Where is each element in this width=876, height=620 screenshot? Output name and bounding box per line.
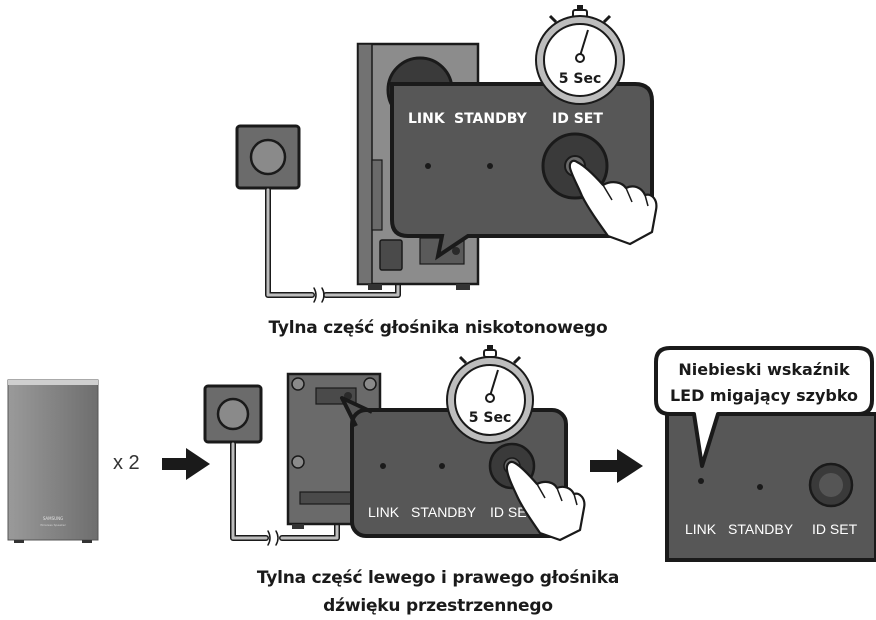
standby-label: STANDBY: [411, 504, 477, 520]
hand-pointer-icon: [568, 159, 658, 246]
arrow-right-icon: [590, 449, 643, 483]
callout-line1: Niebieski wskaźnik: [678, 360, 850, 379]
standby-indicator: [487, 163, 493, 169]
link-indicator-blinking: [698, 478, 704, 484]
surround-caption-line1: Tylna część lewego i prawego głośnika: [256, 568, 620, 588]
power-cable: [230, 441, 340, 546]
link-indicator: [380, 463, 386, 469]
standby-indicator: [439, 463, 445, 469]
link-indicator: [425, 163, 431, 169]
arrow-right-icon: [162, 448, 210, 480]
surround-caption-line2: dźwięku przestrzennego: [323, 596, 553, 616]
speaker-model: Wireless Speaker: [40, 523, 66, 527]
id-set-label: ID SET: [812, 521, 858, 537]
hand-pointer-icon: [505, 460, 586, 542]
timer-text: 5 Sec: [469, 410, 512, 426]
wall-outlet-icon: [203, 384, 263, 444]
callout-line2: LED migający szybko: [670, 386, 858, 405]
link-label: LINK: [368, 504, 400, 520]
led-callout: Niebieski wskaźnik LED migający szybko: [654, 346, 874, 468]
multiplier-label: x 2: [113, 452, 140, 474]
id-set-label: ID SET: [552, 111, 603, 127]
timer-text: 5 Sec: [559, 71, 602, 87]
link-label: LINK: [408, 111, 446, 127]
id-set-button[interactable]: [808, 462, 854, 508]
result-panel: LINK STANDBY ID SET: [665, 412, 876, 562]
wall-outlet-icon: [235, 124, 301, 190]
speaker-brand: SAMSUNG: [43, 516, 63, 521]
standby-label: STANDBY: [728, 521, 794, 537]
surround-speaker-front: SAMSUNG Wireless Speaker: [7, 379, 99, 543]
surround-id-set-panel: LINK STANDBY ID SET: [340, 396, 568, 538]
standby-indicator: [757, 484, 763, 490]
timer-icon: 5 Sec: [446, 345, 534, 444]
timer-icon: 5 Sec: [535, 5, 625, 105]
standby-label: STANDBY: [454, 111, 528, 127]
subwoofer-caption: Tylna część głośnika niskotonowego: [268, 318, 608, 338]
link-label: LINK: [685, 521, 717, 537]
